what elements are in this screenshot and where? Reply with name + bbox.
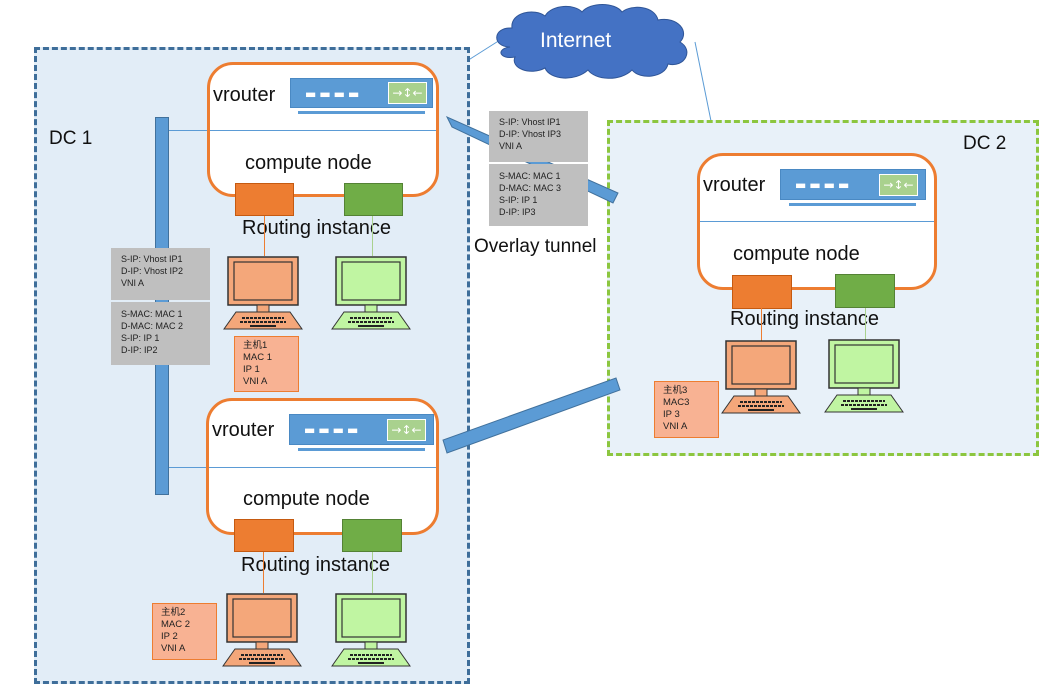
host-ip: IP 2 bbox=[161, 631, 178, 642]
vm-orange-2-icon[interactable] bbox=[221, 593, 303, 668]
vm-link-green-2 bbox=[372, 552, 373, 593]
node3-divider bbox=[700, 221, 934, 222]
switch-ports-icon: ▬▬▬▬ bbox=[304, 423, 362, 437]
routing-instance-orange-1[interactable] bbox=[235, 183, 294, 216]
vm-link-green-1 bbox=[372, 216, 373, 256]
vm-link-orange-1 bbox=[264, 216, 265, 256]
packet-field: VNI A bbox=[121, 278, 145, 288]
internet-link-dc2 bbox=[694, 41, 712, 122]
dc2-label: DC 2 bbox=[963, 133, 1007, 154]
routing-instance-label-2: Routing instance bbox=[241, 554, 390, 576]
vm-link-orange-2 bbox=[263, 552, 264, 593]
switch-ports-icon: ▬▬▬▬ bbox=[795, 178, 853, 192]
vrouter-switch-1[interactable]: ▬▬▬▬ →↕← bbox=[290, 78, 433, 108]
compute-node-label-1: compute node bbox=[245, 152, 372, 174]
tunnel-packet-outer-header: S-IP: Vhost IP1 D-IP: Vhost IP3 VNI A bbox=[489, 111, 588, 162]
packet-field: S-IP: IP 1 bbox=[499, 195, 538, 205]
compute-node-label-3: compute node bbox=[733, 243, 860, 265]
vm-link-orange-3 bbox=[761, 308, 762, 341]
host-name: 主机1 bbox=[243, 340, 268, 351]
vm-green-1-icon[interactable] bbox=[330, 256, 412, 331]
routing-instance-label-3: Routing instance bbox=[730, 308, 879, 330]
switch-base bbox=[298, 111, 425, 114]
vrouter-label-1: vrouter bbox=[213, 84, 276, 106]
routing-instance-label-1: Routing instance bbox=[242, 217, 391, 239]
host-name: 主机3 bbox=[663, 385, 688, 396]
dc1-label: DC 1 bbox=[49, 128, 93, 149]
packet-field: D-IP: Vhost IP3 bbox=[499, 129, 562, 139]
tunnel-packet-inner-header: S-MAC: MAC 1 D-MAC: MAC 3 S-IP: IP 1 D-I… bbox=[489, 164, 588, 226]
routing-instance-green-1[interactable] bbox=[344, 183, 403, 216]
router-icon: →↕← bbox=[387, 419, 426, 441]
host-mac: MAC 1 bbox=[243, 352, 273, 363]
compute-node-label-2: compute node bbox=[243, 488, 370, 510]
switch-base bbox=[298, 448, 425, 451]
router-icon: →↕← bbox=[879, 174, 918, 196]
vrouter-switch-2[interactable]: ▬▬▬▬ →↕← bbox=[289, 414, 434, 445]
host-vni: VNI A bbox=[161, 643, 186, 654]
switch-base bbox=[789, 203, 916, 206]
packet-field: D-IP: Vhost IP2 bbox=[121, 266, 184, 276]
routing-instance-orange-2[interactable] bbox=[234, 519, 294, 552]
switch-ports-icon: ▬▬▬▬ bbox=[305, 87, 363, 101]
host-mac: MAC3 bbox=[663, 397, 690, 408]
routing-instance-orange-3[interactable] bbox=[732, 275, 792, 309]
router-icon: →↕← bbox=[388, 82, 427, 104]
vm-orange-3-icon[interactable] bbox=[720, 340, 802, 415]
vm-orange-1-icon[interactable] bbox=[222, 256, 304, 331]
vm-green-2-icon[interactable] bbox=[330, 593, 412, 668]
packet-field: D-IP: IP2 bbox=[121, 345, 158, 355]
packet-field: S-IP: IP 1 bbox=[121, 333, 160, 343]
overlay-tunnel-label: Overlay tunnel bbox=[474, 236, 597, 257]
packet-field: S-IP: Vhost IP1 bbox=[121, 254, 183, 264]
host1-info-box: 主机1 MAC 1 IP 1 VNI A bbox=[234, 336, 299, 392]
host-vni: VNI A bbox=[663, 421, 688, 432]
vrouter-label-2: vrouter bbox=[212, 419, 275, 441]
vrouter-label-3: vrouter bbox=[703, 174, 766, 196]
node2-divider bbox=[209, 467, 436, 468]
packet-field: D-IP: IP3 bbox=[499, 207, 536, 217]
dc1-packet-outer-header: S-IP: Vhost IP1 D-IP: Vhost IP2 VNI A bbox=[111, 248, 210, 300]
host-ip: IP 1 bbox=[243, 364, 260, 375]
vm-green-3-icon[interactable] bbox=[823, 339, 905, 414]
host-vni: VNI A bbox=[243, 376, 268, 387]
packet-field: D-MAC: MAC 3 bbox=[499, 183, 562, 193]
internet-label: Internet bbox=[540, 29, 612, 52]
packet-field: VNI A bbox=[499, 141, 523, 151]
vm-link-green-3 bbox=[865, 308, 866, 341]
routing-instance-green-3[interactable] bbox=[835, 274, 895, 308]
host-mac: MAC 2 bbox=[161, 619, 191, 630]
cloud-icon bbox=[496, 4, 688, 79]
host-name: 主机2 bbox=[161, 607, 186, 618]
host-ip: IP 3 bbox=[663, 409, 680, 420]
packet-field: S-MAC: MAC 1 bbox=[121, 309, 183, 319]
vrouter-switch-3[interactable]: ▬▬▬▬ →↕← bbox=[780, 169, 926, 200]
routing-instance-green-2[interactable] bbox=[342, 519, 402, 552]
packet-field: S-MAC: MAC 1 bbox=[499, 171, 561, 181]
host2-info-box: 主机2 MAC 2 IP 2 VNI A bbox=[152, 603, 217, 660]
dc1-packet-inner-header: S-MAC: MAC 1 D-MAC: MAC 2 S-IP: IP 1 D-I… bbox=[111, 302, 210, 365]
packet-field: D-MAC: MAC 2 bbox=[121, 321, 184, 331]
node1-divider bbox=[210, 130, 436, 131]
host3-info-box: 主机3 MAC3 IP 3 VNI A bbox=[654, 381, 719, 438]
packet-field: S-IP: Vhost IP1 bbox=[499, 117, 561, 127]
